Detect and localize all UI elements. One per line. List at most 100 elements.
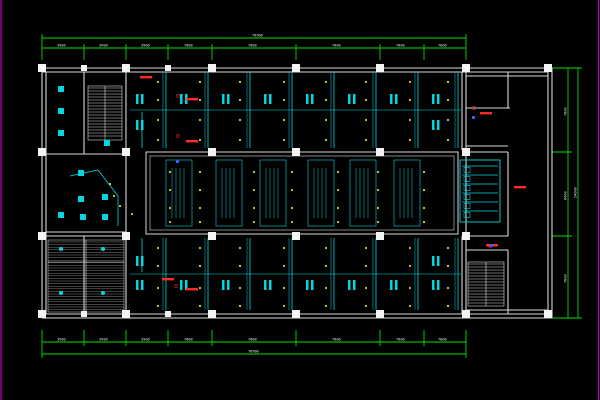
light-fixture — [141, 280, 144, 290]
sprinkler-dot — [239, 81, 241, 83]
sprinkler-dot — [113, 195, 115, 197]
sprinkler-dot — [447, 305, 449, 307]
sprinkler-dot — [169, 221, 171, 223]
sprinkler-dot — [325, 119, 327, 121]
sprinkler-dot — [325, 265, 327, 267]
sprinkler-dot — [409, 287, 411, 289]
sprinkler-dot — [199, 81, 201, 83]
dim-top-seg-6: 7800 — [332, 44, 341, 48]
light-fixture — [269, 94, 272, 104]
blue-marker — [490, 244, 493, 247]
dim-right-seg-3: 7800 — [564, 274, 568, 283]
dim-top-seg-8: 7800 — [438, 44, 447, 48]
light-fixture — [432, 120, 435, 130]
central-atrium — [145, 151, 459, 235]
column — [81, 65, 87, 71]
sprinkler-dot — [423, 221, 425, 223]
column — [38, 310, 46, 318]
sprinkler-dot — [283, 119, 285, 121]
sprinkler-dot — [447, 119, 449, 121]
atrium-cubicle — [349, 159, 377, 227]
light-fixture — [102, 194, 108, 200]
dim-bottom-seg-4: 7800 — [184, 338, 193, 342]
blue-marker — [472, 116, 475, 119]
light-fixture — [80, 214, 86, 220]
light-fixture — [141, 94, 144, 104]
light-fixture — [136, 94, 139, 104]
column — [462, 310, 470, 318]
light-fixture — [101, 291, 105, 295]
sprinkler-dot — [409, 305, 411, 307]
sprinkler-dot — [199, 171, 201, 173]
light-fixture — [395, 280, 398, 290]
sprinkler-dot — [291, 171, 293, 173]
sprinkler-dot — [169, 207, 171, 209]
light-fixture — [311, 94, 314, 104]
light-fixture — [180, 94, 183, 104]
sprinkler-dot — [283, 247, 285, 249]
sprinkler-dot — [447, 287, 449, 289]
sprinkler-dot — [365, 247, 367, 249]
sprinkler-dot — [409, 119, 411, 121]
sprinkler-dot — [291, 207, 293, 209]
red-annotation-symbol — [176, 94, 180, 98]
dim-top-seg-7: 7800 — [396, 44, 405, 48]
light-fixture — [306, 94, 309, 104]
light-fixture — [185, 280, 188, 290]
sprinkler-dot — [199, 139, 201, 141]
light-fixture — [390, 280, 393, 290]
dim-top-overall: 78900 — [252, 34, 263, 38]
sprinkler-dot — [169, 189, 171, 191]
sprinkler-dot — [365, 305, 367, 307]
dim-right-overall: 24000 — [574, 187, 578, 198]
dim-bottom-seg-7: 7800 — [396, 338, 405, 342]
sprinkler-dot — [239, 99, 241, 101]
sprinkler-dot — [447, 81, 449, 83]
sprinkler-dot — [337, 207, 339, 209]
light-fixture — [437, 94, 440, 104]
sprinkler-dot — [239, 139, 241, 141]
sprinkler-dot — [409, 247, 411, 249]
light-fixture — [311, 280, 314, 290]
sprinkler-dot — [423, 189, 425, 191]
sprinkler-dot — [365, 265, 367, 267]
light-fixture — [353, 280, 356, 290]
light-fixture — [222, 280, 225, 290]
light-fixture — [395, 94, 398, 104]
column — [208, 148, 216, 156]
light-fixture — [348, 280, 351, 290]
column — [292, 310, 300, 318]
sprinkler-dot — [377, 171, 379, 173]
light-fixture — [222, 94, 225, 104]
light-fixtures — [58, 86, 440, 295]
hatched-lobby-area — [47, 169, 125, 313]
sprinkler-dot — [365, 287, 367, 289]
light-fixture — [269, 280, 272, 290]
column — [165, 65, 171, 71]
light-fixture — [180, 280, 183, 290]
column — [292, 148, 300, 156]
sprinkler-dot — [291, 221, 293, 223]
sprinkler-dot — [377, 189, 379, 191]
light-fixture — [59, 291, 63, 295]
light-fixture — [58, 108, 64, 114]
sprinkler-dot — [239, 265, 241, 267]
sprinkler-dot — [409, 99, 411, 101]
dim-bottom-seg-1: 3900 — [57, 338, 66, 342]
sprinkler-dot — [199, 99, 201, 101]
toilet-fixture — [463, 203, 471, 209]
sprinkler-dot — [409, 265, 411, 267]
restroom-stalls — [459, 159, 501, 223]
atrium-cubicle — [259, 159, 287, 227]
atrium-cubicle — [393, 159, 421, 227]
sprinkler-dot — [131, 213, 133, 215]
red-annotations — [140, 76, 526, 291]
column — [122, 232, 130, 240]
column — [462, 232, 470, 240]
red-annotation-tag — [514, 186, 526, 189]
dim-bottom-seg-5: 7800 — [248, 338, 257, 342]
light-fixture — [136, 120, 139, 130]
column — [544, 64, 552, 72]
column — [208, 232, 216, 240]
column — [122, 148, 130, 156]
